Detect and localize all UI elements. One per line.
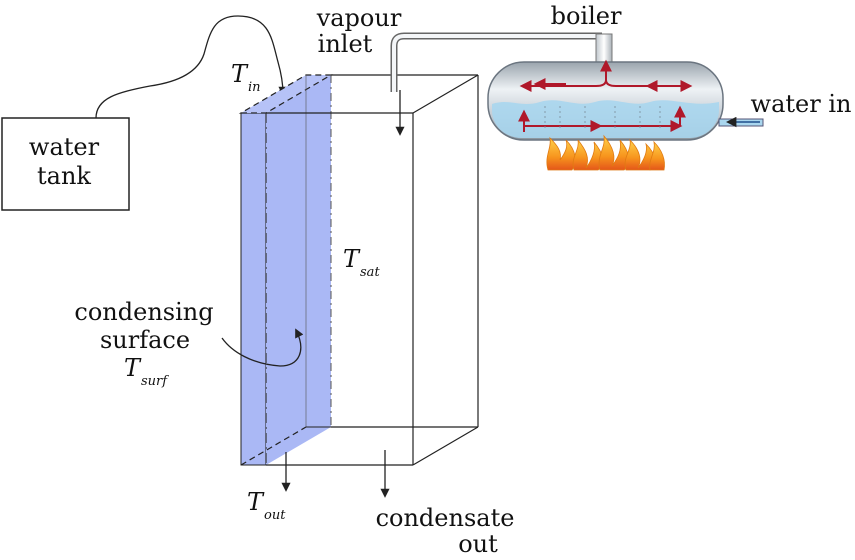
water-tank: water tank (1, 117, 130, 211)
water-in-label: water in (751, 90, 852, 118)
vapour-inlet-label-line1: vapour (316, 4, 402, 32)
t-surf-label: Tsurf (124, 354, 169, 389)
water-tank-label-line2: tank (37, 162, 91, 190)
water-tank-label-line1: water (29, 133, 100, 161)
boiler-label: boiler (551, 2, 622, 30)
condenser-box (266, 74, 479, 466)
t-in-label: Tin (231, 60, 261, 95)
t-sat-label: Tsat (343, 245, 380, 280)
water-supply-line (95, 15, 288, 119)
condensing-surface-label-line2: surface (100, 326, 190, 354)
burner-flame (546, 134, 665, 171)
condensate-out-label-line2: out (458, 530, 498, 558)
condensing-surface (238, 74, 334, 466)
t-out-label: Tout (247, 488, 286, 523)
condensate-out-label-line1: condensate (376, 504, 515, 532)
vapour-inlet-label-line2: inlet (318, 30, 373, 58)
condensing-surface-label-line1: condensing (74, 298, 213, 326)
surface-pointer-arrow (221, 328, 304, 367)
boiler (487, 59, 724, 141)
